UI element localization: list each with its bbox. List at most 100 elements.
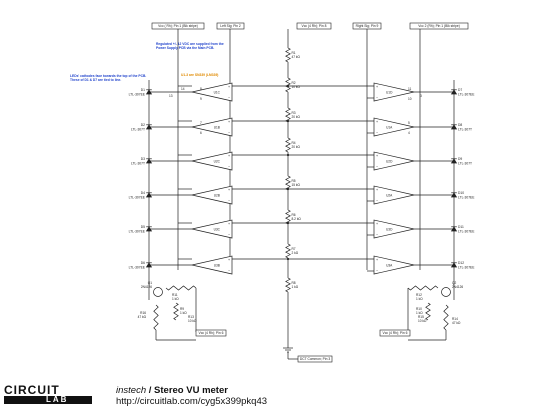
comparator-label: U3A	[386, 263, 393, 267]
comparator-label: U1A	[386, 125, 393, 129]
led-part: LTL-307EE	[129, 92, 146, 96]
resistor-ref: R15	[418, 315, 424, 319]
led-ref: D11	[458, 225, 464, 229]
plus-sign: +	[228, 85, 230, 89]
led-D2	[145, 124, 153, 130]
pin-number: 5	[408, 121, 410, 125]
header-left-sig	[216, 22, 245, 30]
pin-number: 6	[200, 131, 202, 135]
led-part: LTL-307EE	[458, 229, 475, 233]
led-D10	[450, 192, 458, 198]
plus-sign: +	[376, 222, 378, 226]
pin-number: 8	[200, 87, 202, 91]
led-part: LTL-307EE	[129, 265, 146, 269]
header-left-sig-text: Left Sig; Pin 2	[220, 24, 241, 28]
project-title: Stereo VU meter	[154, 385, 228, 396]
pin-number: 3	[420, 94, 422, 98]
pin-number: 10	[408, 97, 412, 101]
resistor-value: 10 kΩ	[188, 319, 197, 323]
resistor-R7	[285, 243, 291, 259]
comparator-U3B	[191, 255, 233, 275]
plus-sign: +	[376, 120, 378, 124]
note-quad: U1-3 are SN339 (LM339)	[181, 73, 218, 77]
comparator-label: U3D	[386, 227, 393, 231]
led-ref: D12	[458, 261, 464, 265]
comparator-U1A	[373, 117, 415, 137]
resistor-R9	[173, 302, 179, 321]
plus-sign: +	[228, 154, 230, 158]
header-right-sig	[352, 22, 382, 30]
comparator-U3A	[373, 255, 415, 275]
led-part: LTL-307EE	[458, 265, 475, 269]
led-ref: D7	[458, 88, 462, 92]
comparator-U3C	[191, 219, 233, 239]
circuitlab-logo[interactable]: CIRCUIT LAB	[2, 383, 94, 405]
comparator-label: U1B	[214, 125, 220, 129]
led-D11	[450, 226, 458, 232]
comparator-U2D	[373, 151, 415, 171]
resistor-value: 47 kΩ	[138, 315, 147, 319]
led-ref: D6	[141, 261, 145, 265]
resistor-value: 20 kΩ	[292, 145, 301, 149]
resistor-R8	[285, 277, 291, 293]
junction-dot	[286, 153, 290, 157]
junction-dot	[286, 257, 290, 261]
led-D8	[450, 124, 458, 130]
minus-sign: −	[228, 269, 230, 273]
resistor-value: 10 kΩ	[418, 319, 427, 323]
comparator-label: U1C	[214, 90, 221, 94]
box-dct-common-text: DCT Common; Pin 3	[300, 357, 331, 361]
resistor-value: 1 kΩ	[292, 285, 299, 289]
junction-dot	[286, 187, 290, 191]
note-leds-2: These of D1 & D7 are tied to line.	[70, 78, 121, 82]
resistor-value: 47 kΩ	[292, 55, 301, 59]
author-link[interactable]: instech	[116, 385, 147, 396]
logo-brand-bottom: LAB	[46, 395, 69, 404]
transistor-Q1	[153, 287, 163, 297]
comparator-label: U1D	[386, 90, 393, 94]
resistor-ref: R7	[292, 247, 296, 251]
minus-sign: −	[228, 131, 230, 135]
box-vcc-left-bottom-text: Vcc (4 Rh); Pin 6	[199, 331, 224, 335]
box-vcc-right-bottom-text: Vcc (4 Rh); Pin 6	[383, 331, 408, 335]
resistor-ref: R4	[292, 141, 296, 145]
resistor-R4	[285, 137, 291, 153]
resistor-R1	[285, 47, 291, 63]
header-vcc-right	[409, 22, 469, 30]
junction-dot	[286, 119, 290, 123]
resistor-value: 1 kΩ	[180, 311, 187, 315]
resistor-ref: R1	[292, 51, 296, 55]
led-part: LTL-307EE	[129, 195, 146, 199]
comparator-label: U3C	[214, 227, 221, 231]
led-part: LTL-307EE	[458, 92, 475, 96]
note-regulated-1: Regulated +/- 12 VDC are supplied from t…	[156, 42, 224, 46]
header-vcc-right-text: Vcc 2 (Rh); Pin 1 (Blk stripe)	[418, 24, 460, 28]
led-ref: D10	[458, 191, 464, 195]
plus-sign: +	[376, 258, 378, 262]
led-D5	[145, 226, 153, 232]
project-url[interactable]: http://circuitlab.com/cyg5x399pkq43	[116, 396, 268, 407]
schematic-canvas: Vcc ( Rh); Pin 1 (Blk stripe)Left Sig; P…	[70, 22, 476, 363]
resistor-ref: R8	[292, 281, 296, 285]
junction-dot	[286, 84, 290, 88]
led-D9	[450, 158, 458, 164]
comparator-label: U2C	[214, 159, 221, 163]
resistor-ref: R2	[292, 81, 296, 85]
resistor-value: 1 kΩ	[416, 297, 423, 301]
pin-number: 9	[200, 97, 202, 101]
resistor-ref: R9	[180, 307, 184, 311]
comparator-U2B	[191, 185, 233, 205]
resistor-ref: R3	[292, 111, 296, 115]
logo-brand-top: CIRCUIT	[4, 383, 60, 397]
resistor-ref: R13	[188, 315, 194, 319]
resistor-ref: R11	[172, 293, 178, 297]
header-vcc-mid	[296, 22, 332, 30]
logo-bar	[4, 396, 92, 404]
transistor-part: 2N4126	[452, 285, 463, 289]
minus-sign: −	[228, 233, 230, 237]
resistor-R16	[153, 304, 159, 331]
plus-sign: +	[228, 120, 230, 124]
resistor-value: 2 kΩ	[292, 251, 299, 255]
title-separator: /	[146, 385, 155, 396]
comparator-U1D	[373, 82, 415, 102]
